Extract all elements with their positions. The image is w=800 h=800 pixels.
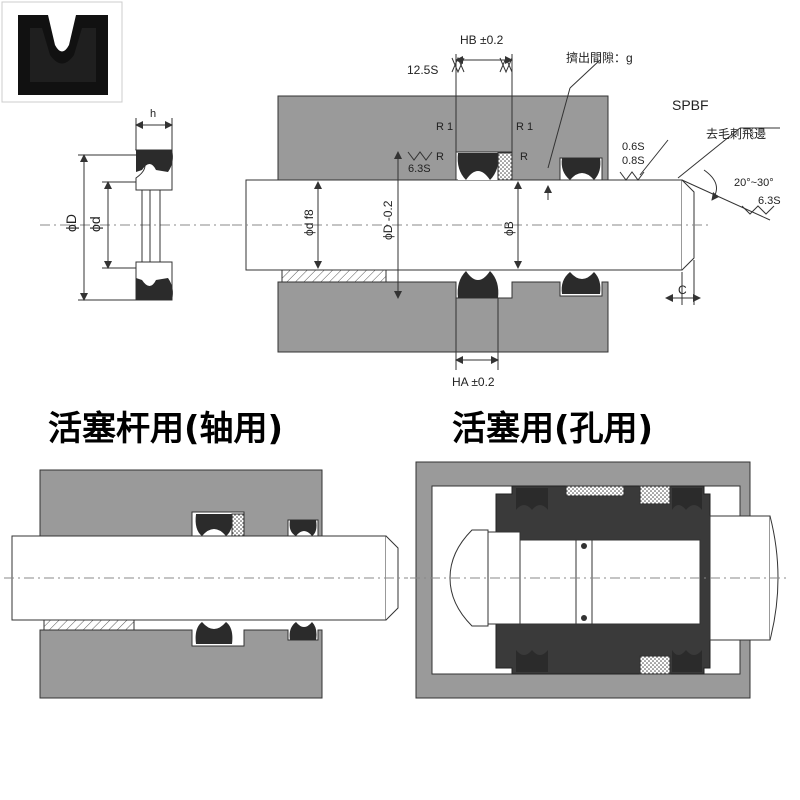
dim-phid-label: ϕd: [87, 216, 103, 232]
deburr-label: 去毛刺飛邊: [706, 127, 766, 141]
surface-63s-b-label: 6.3S: [758, 195, 781, 207]
dim-phiD-label: ϕD: [63, 214, 79, 232]
radius-r1-b-label: R 1: [516, 121, 533, 133]
piston-seal-application: [410, 461, 790, 699]
dim-hb-label: HB ±0.2: [460, 33, 504, 47]
radius-r-a-label: R: [436, 151, 444, 163]
dim-c-label: C: [678, 283, 687, 297]
surface-63s-label: 6.3S: [408, 163, 431, 175]
surface-125s-label: 12.5S: [407, 63, 438, 77]
spbf-label: SPBF: [672, 97, 709, 113]
extrusion-gap-label: 擠出間隙：g: [566, 50, 633, 65]
surface-06s-label: 0.6S: [622, 141, 645, 153]
dim-h-label: h: [150, 108, 156, 120]
piston-seal-title: 活塞用(孔用): [452, 409, 653, 449]
radius-r-b-label: R: [520, 151, 528, 163]
seal-cross-section: [40, 118, 240, 301]
rod-installation-drawing: [232, 54, 780, 370]
dim-phidf8-label: ϕd f8: [302, 209, 316, 236]
dim-ha-label: HA ±0.2: [452, 375, 495, 389]
radius-r1-a-label: R 1: [436, 121, 453, 133]
rod-seal-application: [4, 469, 408, 699]
seal-profile-icon: [1, 1, 123, 103]
surface-08s-label: 0.8S: [622, 155, 645, 167]
chamfer-angle-label: 20°~30°: [734, 177, 774, 189]
dim-phiB-label: ϕB: [502, 221, 516, 236]
rod-seal-title: 活塞杆用(轴用): [48, 409, 283, 449]
dim-phiD02-label: ϕD -0.2: [381, 200, 395, 240]
